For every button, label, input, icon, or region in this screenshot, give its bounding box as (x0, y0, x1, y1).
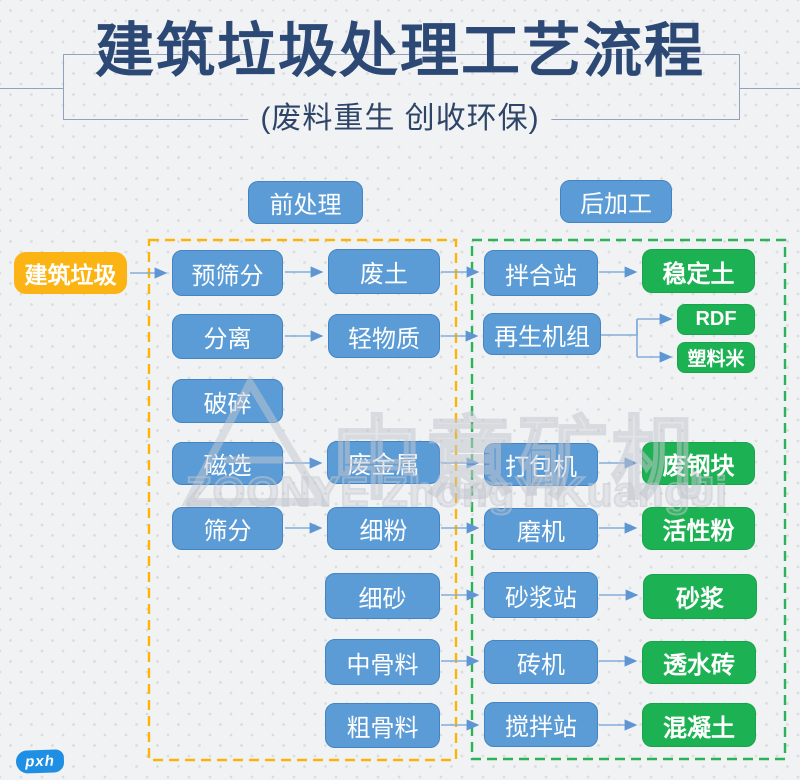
node-plastic-pellet: 塑料米 (677, 342, 755, 373)
node-mid-aggregate: 中骨料 (325, 639, 440, 685)
node-rdf: RDF (677, 304, 755, 335)
node-permeable-brick: 透水砖 (642, 641, 756, 684)
node-mill: 磨机 (484, 508, 598, 550)
node-screening: 筛分 (172, 507, 283, 550)
node-concrete: 混凝土 (642, 703, 756, 747)
group-outline-preprocessing (147, 238, 458, 762)
node-fine-sand: 细砂 (325, 573, 440, 619)
node-active-powder: 活性粉 (642, 507, 755, 550)
page-subtitle: (废料重生 创收环保) (248, 100, 552, 138)
node-mortar: 砂浆 (643, 574, 757, 619)
node-magnetic-separation: 磁选 (172, 442, 283, 485)
node-light-material: 轻物质 (328, 314, 440, 358)
node-stabilized-soil: 稳定土 (642, 249, 755, 293)
node-prescreening: 预筛分 (172, 250, 283, 296)
header-rule-left (0, 88, 63, 89)
node-crushing: 破碎 (172, 379, 283, 423)
node-construction-waste: 建筑垃圾 (14, 252, 127, 294)
section-label-preprocessing: 前处理 (248, 181, 363, 224)
node-scrap-metal: 废金属 (327, 441, 440, 484)
node-brick-machine: 砖机 (484, 640, 598, 684)
node-coarse-aggregate: 粗骨料 (325, 703, 440, 748)
node-baler: 打包机 (484, 443, 598, 486)
node-separation: 分离 (172, 314, 283, 359)
page-title: 建筑垃圾处理工艺流程 (94, 18, 705, 84)
node-mixer-station: 搅拌站 (484, 702, 598, 747)
node-scrap-steel-block: 废钢块 (642, 442, 755, 485)
pxh-logo-badge: pxh (15, 749, 65, 774)
node-fine-powder: 细粉 (327, 507, 440, 550)
section-label-postprocessing: 后加工 (560, 180, 672, 223)
header-rule-right (739, 88, 800, 89)
node-waste-soil: 废土 (328, 249, 440, 294)
node-mixing-station: 拌合站 (484, 250, 598, 296)
node-regeneration-unit: 再生机组 (483, 313, 601, 355)
node-mortar-station: 砂浆站 (484, 572, 598, 618)
